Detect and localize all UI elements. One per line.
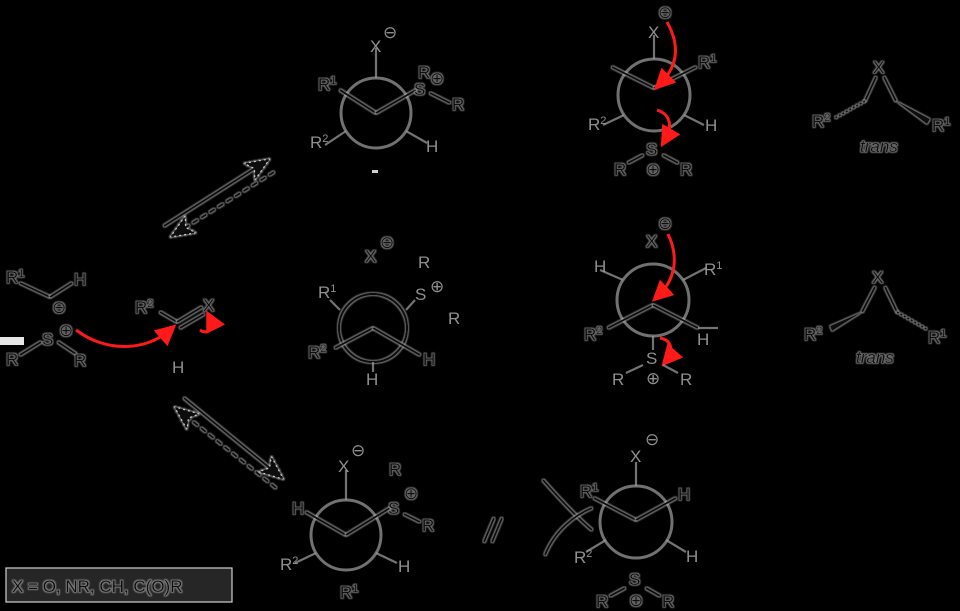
bot-blk-x: X (630, 447, 641, 466)
top-prod-r2: R2 (812, 112, 830, 131)
equilibrium-arrow-bottom (176, 398, 282, 488)
carbonyl-electrophile: R2 X H (135, 296, 226, 377)
equilibrium-arrow-top (164, 160, 274, 236)
top-prod-stereo-label: trans (860, 137, 898, 156)
blocked-arrow (452, 518, 538, 542)
top-conf-s-r-top: R (418, 63, 430, 82)
mid-prod-x: X (872, 268, 883, 287)
mid-newman-x: X (365, 247, 376, 266)
top-conformer: X ⊖ R S ⊕ R R1 R2 H (310, 23, 464, 173)
mid-newman-r1: R1 (318, 283, 336, 302)
bot-conf-r1: R1 (340, 583, 358, 602)
bot-blk-s-charge: ⊕ (629, 591, 643, 610)
bot-blk-x-charge: ⊖ (645, 430, 659, 449)
sulfur-ylide: R1 H ⊖ S ⊕ R R (0, 268, 86, 370)
bot-conf-h-left: H (292, 499, 304, 518)
top-bet-s-charge: ⊕ (646, 160, 660, 179)
mid-bet-x-charge: ⊖ (658, 214, 672, 233)
bot-blk-s: S (629, 570, 640, 589)
top-bet-s-r-right: R (680, 160, 692, 179)
bot-conf-s-r-right: R (422, 516, 434, 535)
top-bet-s-r-left: R (614, 160, 626, 179)
mid-newman-s-charge: ⊕ (430, 277, 444, 296)
mid-bet-r1: R1 (704, 260, 722, 279)
bot-blk-r1: R1 (580, 482, 598, 501)
bot-blk-s-r-right: R (662, 592, 674, 611)
bot-conf-r2: R2 (280, 555, 298, 574)
bot-conf-h-right: H (398, 557, 410, 576)
bot-blk-r2: R2 (574, 548, 592, 567)
ylide-r-left-label: R (6, 350, 18, 369)
top-prod-r1: R1 (932, 116, 950, 135)
bot-conf-s: S (388, 499, 399, 518)
mid-newman-h-bottom: H (366, 370, 378, 389)
top-conf-s-r-right: R (452, 95, 464, 114)
top-prod-x: X (873, 58, 884, 77)
mid-newman-r2: R2 (308, 343, 326, 362)
bot-blk-h-right: H (686, 547, 698, 566)
mid-newman-h-right: H (423, 350, 435, 369)
ylide-carbanion-charge: ⊖ (52, 298, 66, 317)
ylide-r-right-label: R (74, 351, 86, 370)
mid-bet-s-r-right: R (680, 370, 692, 389)
mid-bet-s: S (646, 349, 657, 368)
ylide-r1-label: R1 (6, 268, 24, 287)
mid-newman-s: S (415, 285, 426, 304)
bot-conf-s-charge: ⊕ (404, 484, 418, 503)
top-conf-x-charge: ⊖ (383, 23, 397, 42)
top-conf-s: S (414, 80, 425, 99)
x-definition-legend: X = O, NR, CH, C(O)R (5, 567, 233, 603)
mid-bet-s-r-left: R (612, 370, 624, 389)
top-bet-h: H (705, 116, 717, 135)
mid-bet-h-left: H (594, 257, 606, 276)
mid-newman-s-r-top: R (418, 253, 430, 272)
bot-conf-s-r-top: R (389, 460, 401, 479)
bot-conf-x-charge: ⊖ (351, 441, 365, 460)
ylide-h-label: H (74, 270, 86, 289)
bottom-conformer: X ⊖ R S ⊕ R H R2 H R1 (280, 441, 434, 602)
ylide-sulfur-label: S (42, 330, 53, 349)
top-bet-x: X (648, 23, 659, 42)
mid-prod-r2: R2 (804, 325, 822, 344)
carbonyl-x-label: X (203, 296, 214, 315)
nucleophilic-attack-arrow (75, 324, 177, 348)
carbonyl-r2-label: R2 (135, 298, 153, 317)
bot-blk-h-top: H (678, 485, 690, 504)
bottom-blocked-conformer: X ⊖ R1 H R2 H S ⊕ R R (542, 430, 698, 611)
equilibrium-arrow-middle (232, 316, 312, 332)
legend-text: X = O, NR, CH, C(O)R (12, 577, 182, 596)
carbonyl-h-label: H (172, 358, 184, 377)
mid-newman-s-r-right: R (448, 309, 460, 328)
middle-betaine: X ⊖ H R1 R2 H S ⊕ R R (584, 214, 722, 389)
mid-bet-r2: R2 (584, 325, 602, 344)
bot-conf-x: X (338, 457, 349, 476)
mid-prod-r1: R1 (928, 328, 946, 347)
mid-bet-x: X (646, 232, 657, 251)
top-conf-x: X (370, 37, 381, 56)
top-betaine: X ⊖ R1 R2 H S ⊕ R R (588, 3, 717, 179)
mid-bet-h-right: H (697, 330, 709, 349)
middle-newman-projection: X ⊖ R S ⊕ R R1 R2 H H (308, 233, 460, 389)
top-conf-r1: R1 (318, 75, 336, 94)
top-conf-s-charge: ⊕ (430, 69, 444, 88)
top-conf-h: H (426, 137, 438, 156)
top-product-epoxide: X R2 R1 trans (812, 58, 950, 156)
mid-prod-stereo-label: trans (856, 348, 894, 367)
ylide-sulfonium-charge: ⊕ (59, 321, 73, 340)
middle-product-epoxide: X R2 R1 trans (804, 268, 946, 367)
bot-blk-s-r-left: R (596, 592, 608, 611)
mid-newman-x-charge: ⊖ (380, 233, 394, 252)
top-bet-x-charge: ⊖ (658, 3, 672, 22)
top-bet-s: S (646, 140, 657, 159)
mid-bet-s-charge: ⊕ (646, 369, 660, 388)
carbonyl-electron-arrow (199, 310, 226, 334)
top-bet-r1: R1 (698, 53, 716, 72)
top-bet-r2: R2 (588, 115, 606, 134)
top-conf-r2: R2 (310, 133, 328, 152)
